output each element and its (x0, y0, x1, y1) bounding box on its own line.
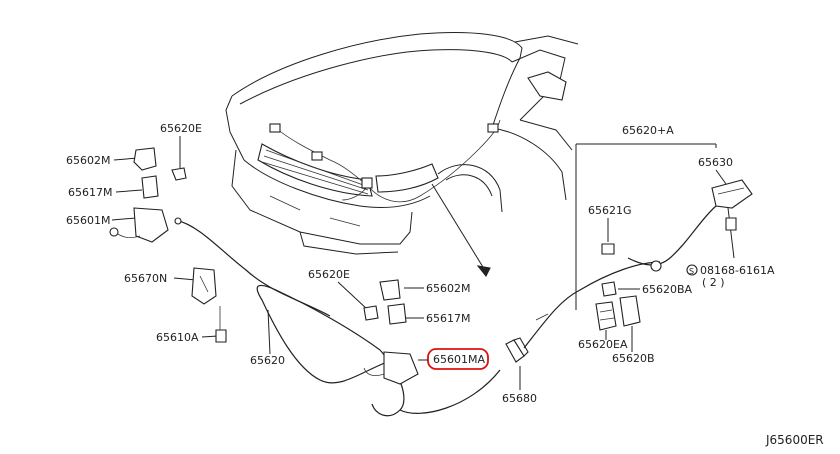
label-65620EA: 65620EA (578, 338, 628, 351)
label-65601MA: 65601MA (433, 353, 485, 366)
label-65620E-left: 65620E (160, 122, 202, 135)
label-08168: 08168-6161A (700, 264, 775, 277)
vehicle-front-illustration (225, 32, 579, 278)
label-65602M-left: 65602M (66, 154, 110, 167)
label-65620B: 65620B (612, 352, 655, 365)
part-65680-group: 65680 (502, 261, 661, 405)
highlight-65601MA (427, 348, 489, 370)
label-65630: 65630 (698, 156, 733, 169)
label-65620BA: 65620BA (642, 283, 693, 296)
label-65680: 65680 (502, 392, 537, 405)
label-65621G: 65621G (588, 204, 632, 217)
label-65620A: 65620+A (622, 124, 674, 137)
label-65617M-mid: 65617M (426, 312, 470, 325)
label-65602M-mid: 65602M (426, 282, 470, 295)
main-cable-65620: 65620 (250, 284, 501, 417)
left-latch-cluster: 65620E 65602M 65617M 65601M 65670N 65610… (66, 122, 331, 344)
label-65670N: 65670N (124, 272, 167, 285)
label-08168-prefix: S (689, 267, 694, 276)
label-08168-qty: ( 2 ) (702, 276, 725, 289)
label-65610A: 65610A (156, 331, 199, 344)
label-65620E-mid: 65620E (308, 268, 350, 281)
label-65617M-left: 65617M (68, 186, 112, 199)
label-65620: 65620 (250, 354, 285, 367)
label-65601M: 65601M (66, 214, 110, 227)
right-release-cluster: 65620+A 65630 65621G S 08168-6161A ( 2 )… (575, 124, 775, 365)
diagram-id: J65600ER (765, 433, 824, 447)
middle-latch-cluster: 65620E 65602M 65617M 65601MA (308, 268, 489, 385)
